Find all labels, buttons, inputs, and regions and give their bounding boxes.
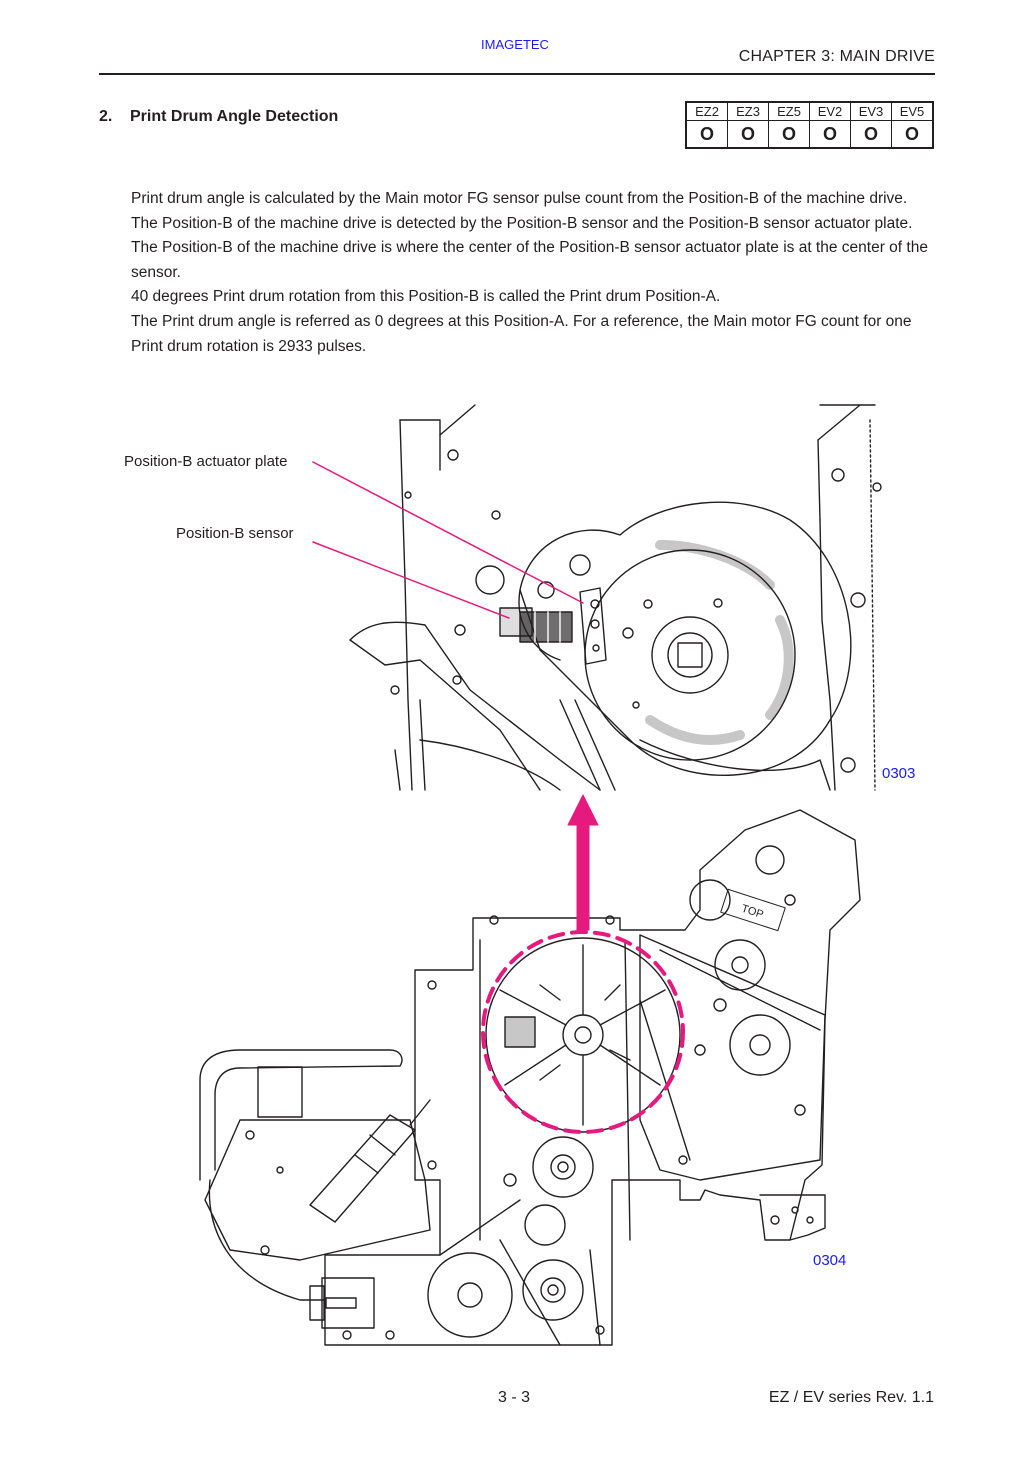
body-paragraph: 40 degrees Print drum rotation from this… <box>131 288 721 306</box>
mark-cell: O <box>685 120 728 149</box>
top-mark-label: TOP <box>740 903 765 921</box>
detail-drawing <box>349 404 882 791</box>
top-marker <box>720 888 786 932</box>
actuator-leader-line <box>312 461 584 604</box>
actuator-plate-label: Position-B actuator plate <box>124 453 288 470</box>
mark-cell: O <box>891 120 934 149</box>
revision-label: EZ / EV series Rev. 1.1 <box>768 1389 934 1406</box>
page-number: 3 - 3 <box>498 1389 531 1406</box>
mark-cell: O <box>809 120 851 149</box>
mark-cell: O <box>850 120 892 149</box>
sensor-label: Position-B sensor <box>176 525 294 542</box>
figure-id-detail: 0303 <box>882 765 916 782</box>
section-title: Print Drum Angle Detection <box>130 108 339 125</box>
model-cell: EV3 <box>850 101 892 121</box>
company-name: IMAGETEC <box>481 37 549 52</box>
section-heading: 2. Print Drum Angle Detection <box>99 108 338 126</box>
model-cell: EZ2 <box>685 101 728 121</box>
mark-cell: O <box>727 120 769 149</box>
section-number: 2. <box>99 108 113 125</box>
highlight-circle <box>481 930 685 1134</box>
body-text: Print drum angle is calculated by the Ma… <box>131 187 931 359</box>
sensor-leader-line <box>312 541 510 619</box>
figure-id-overview: 0304 <box>813 1252 847 1269</box>
body-paragraph: Print drum angle is calculated by the Ma… <box>131 190 928 281</box>
model-mark-row: O O O O O O <box>685 120 934 149</box>
zoom-arrow <box>567 794 599 931</box>
header-rule <box>99 73 935 75</box>
mark-cell: O <box>768 120 810 149</box>
model-applicability-table: EZ2 EZ3 EZ5 EV2 EV3 EV5 O O O O O O <box>685 101 934 149</box>
chapter-title: CHAPTER 3: MAIN DRIVE <box>738 48 935 65</box>
body-paragraph: The Print drum angle is referred as 0 de… <box>131 312 912 355</box>
overview-drawing <box>199 809 861 1346</box>
